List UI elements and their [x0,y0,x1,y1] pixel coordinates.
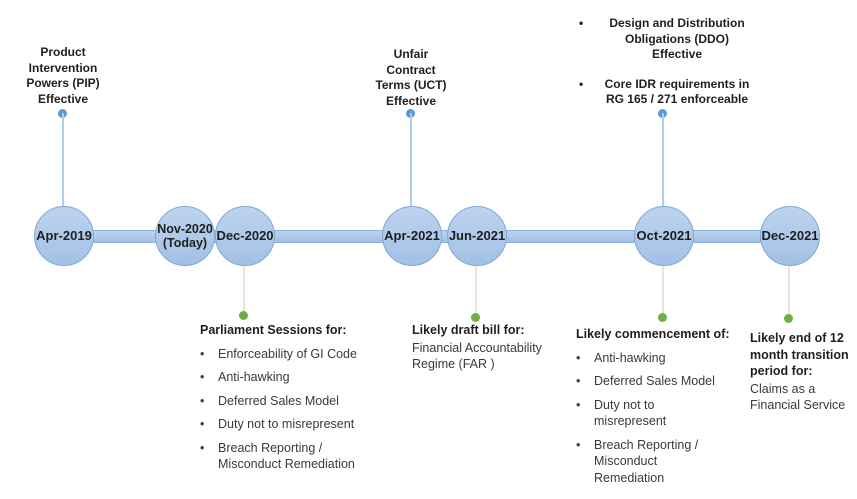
timeline-node-nov-2020-today: Nov-2020 (Today) [155,206,215,266]
bullet-icon: • [200,370,205,384]
list-item: • Deferred Sales Model [200,393,395,410]
list-item: • Design and Distribution Obligations (D… [579,16,757,63]
timeline-node-jun-2021: Jun-2021 [447,206,507,266]
timeline-node-apr-2019: Apr-2019 [34,206,94,266]
ddo-effective-text: Design and Distribution Obligations (DDO… [609,16,745,61]
block-title: Parliament Sessions for: [200,323,347,337]
timeline-node-oct-2021: Oct-2021 [634,206,694,266]
block-title: Likely end of 12 month transition period… [750,331,849,378]
block-title: Likely commencement of: [576,327,730,341]
annotation-parliament-sessions: Parliament Sessions for: • Enforceabilit… [200,322,395,480]
block-body: Financial Accountability Regime (FAR ) [412,340,542,372]
bullet-icon: • [579,16,584,30]
bullet-icon: • [576,397,581,412]
annotation-ddo-idr: • Design and Distribution Obligations (D… [579,16,757,122]
annotation-likely-draft-bill: Likely draft bill for: Financial Account… [412,322,562,373]
list-item: • Deferred Sales Model [576,373,746,390]
annotation-likely-commencement: Likely commencement of: • Anti-hawking •… [576,326,746,493]
list-item: • Core IDR requirements in RG 165 / 271 … [579,77,757,108]
annotation-uct-effective: Unfair Contract Terms (UCT) Effective [375,47,447,108]
bullet-icon: • [579,76,584,91]
bullet-icon: • [200,440,205,455]
list-item-text: Breach Reporting / Misconduct Remediatio… [594,437,699,485]
list-item: • Breach Reporting / Misconduct Remediat… [576,437,746,487]
list-item-text: Deferred Sales Model [218,393,339,408]
list-item-text: Enforceability of GI Code [218,346,357,361]
jun-2021-connector-dot [471,313,480,322]
timeline-node-dec-2020: Dec-2020 [215,206,275,266]
list-item: • Duty not to misrepresent [576,397,746,430]
oct-2021-connector-line [662,263,664,315]
ddo-connector-line [662,113,664,207]
pip-connector-line [62,113,64,207]
dec-2020-connector-line [243,263,245,313]
annotation-pip-effective: Product Intervention Powers (PIP) Effect… [26,45,100,106]
timeline-node-dec-2021: Dec-2021 [760,206,820,266]
list-item-text: Duty not to misrepresent [594,397,667,429]
list-item: • Enforceability of GI Code [200,346,395,363]
block-title: Likely draft bill for: [412,323,525,337]
list-item-text: Duty not to misrepresent [218,417,355,431]
jun-2021-connector-line [475,263,477,315]
list-item: • Breach Reporting / Misconduct Remediat… [200,440,395,473]
idr-enforceable-text: Core IDR requirements in RG 165 / 271 en… [604,76,750,107]
list-item-text: Anti-hawking [594,350,666,365]
dec-2021-connector-line [788,264,790,316]
bullet-icon: • [576,374,581,388]
list-item: • Anti-hawking [200,369,395,386]
bullet-icon: • [576,437,581,452]
bullet-icon: • [576,350,581,365]
list-item: • Anti-hawking [576,350,746,367]
uct-connector-line [410,113,412,207]
bullet-icon: • [200,346,205,361]
oct-2021-connector-dot [658,313,667,322]
list-item-text: Breach Reporting / Misconduct Remediatio… [218,440,355,472]
dec-2020-connector-dot [239,311,248,320]
bullet-icon: • [200,417,205,431]
block-body: Claims as a Financial Service [750,381,846,413]
dec-2021-connector-dot [784,314,793,323]
list-item-text: Anti-hawking [218,370,290,384]
list-item: • Duty not to misrepresent [200,416,395,433]
annotation-transition-period: Likely end of 12 month transition period… [750,330,857,414]
timeline-node-apr-2021: Apr-2021 [382,206,442,266]
bullet-icon: • [200,393,205,408]
list-item-text: Deferred Sales Model [594,374,715,388]
